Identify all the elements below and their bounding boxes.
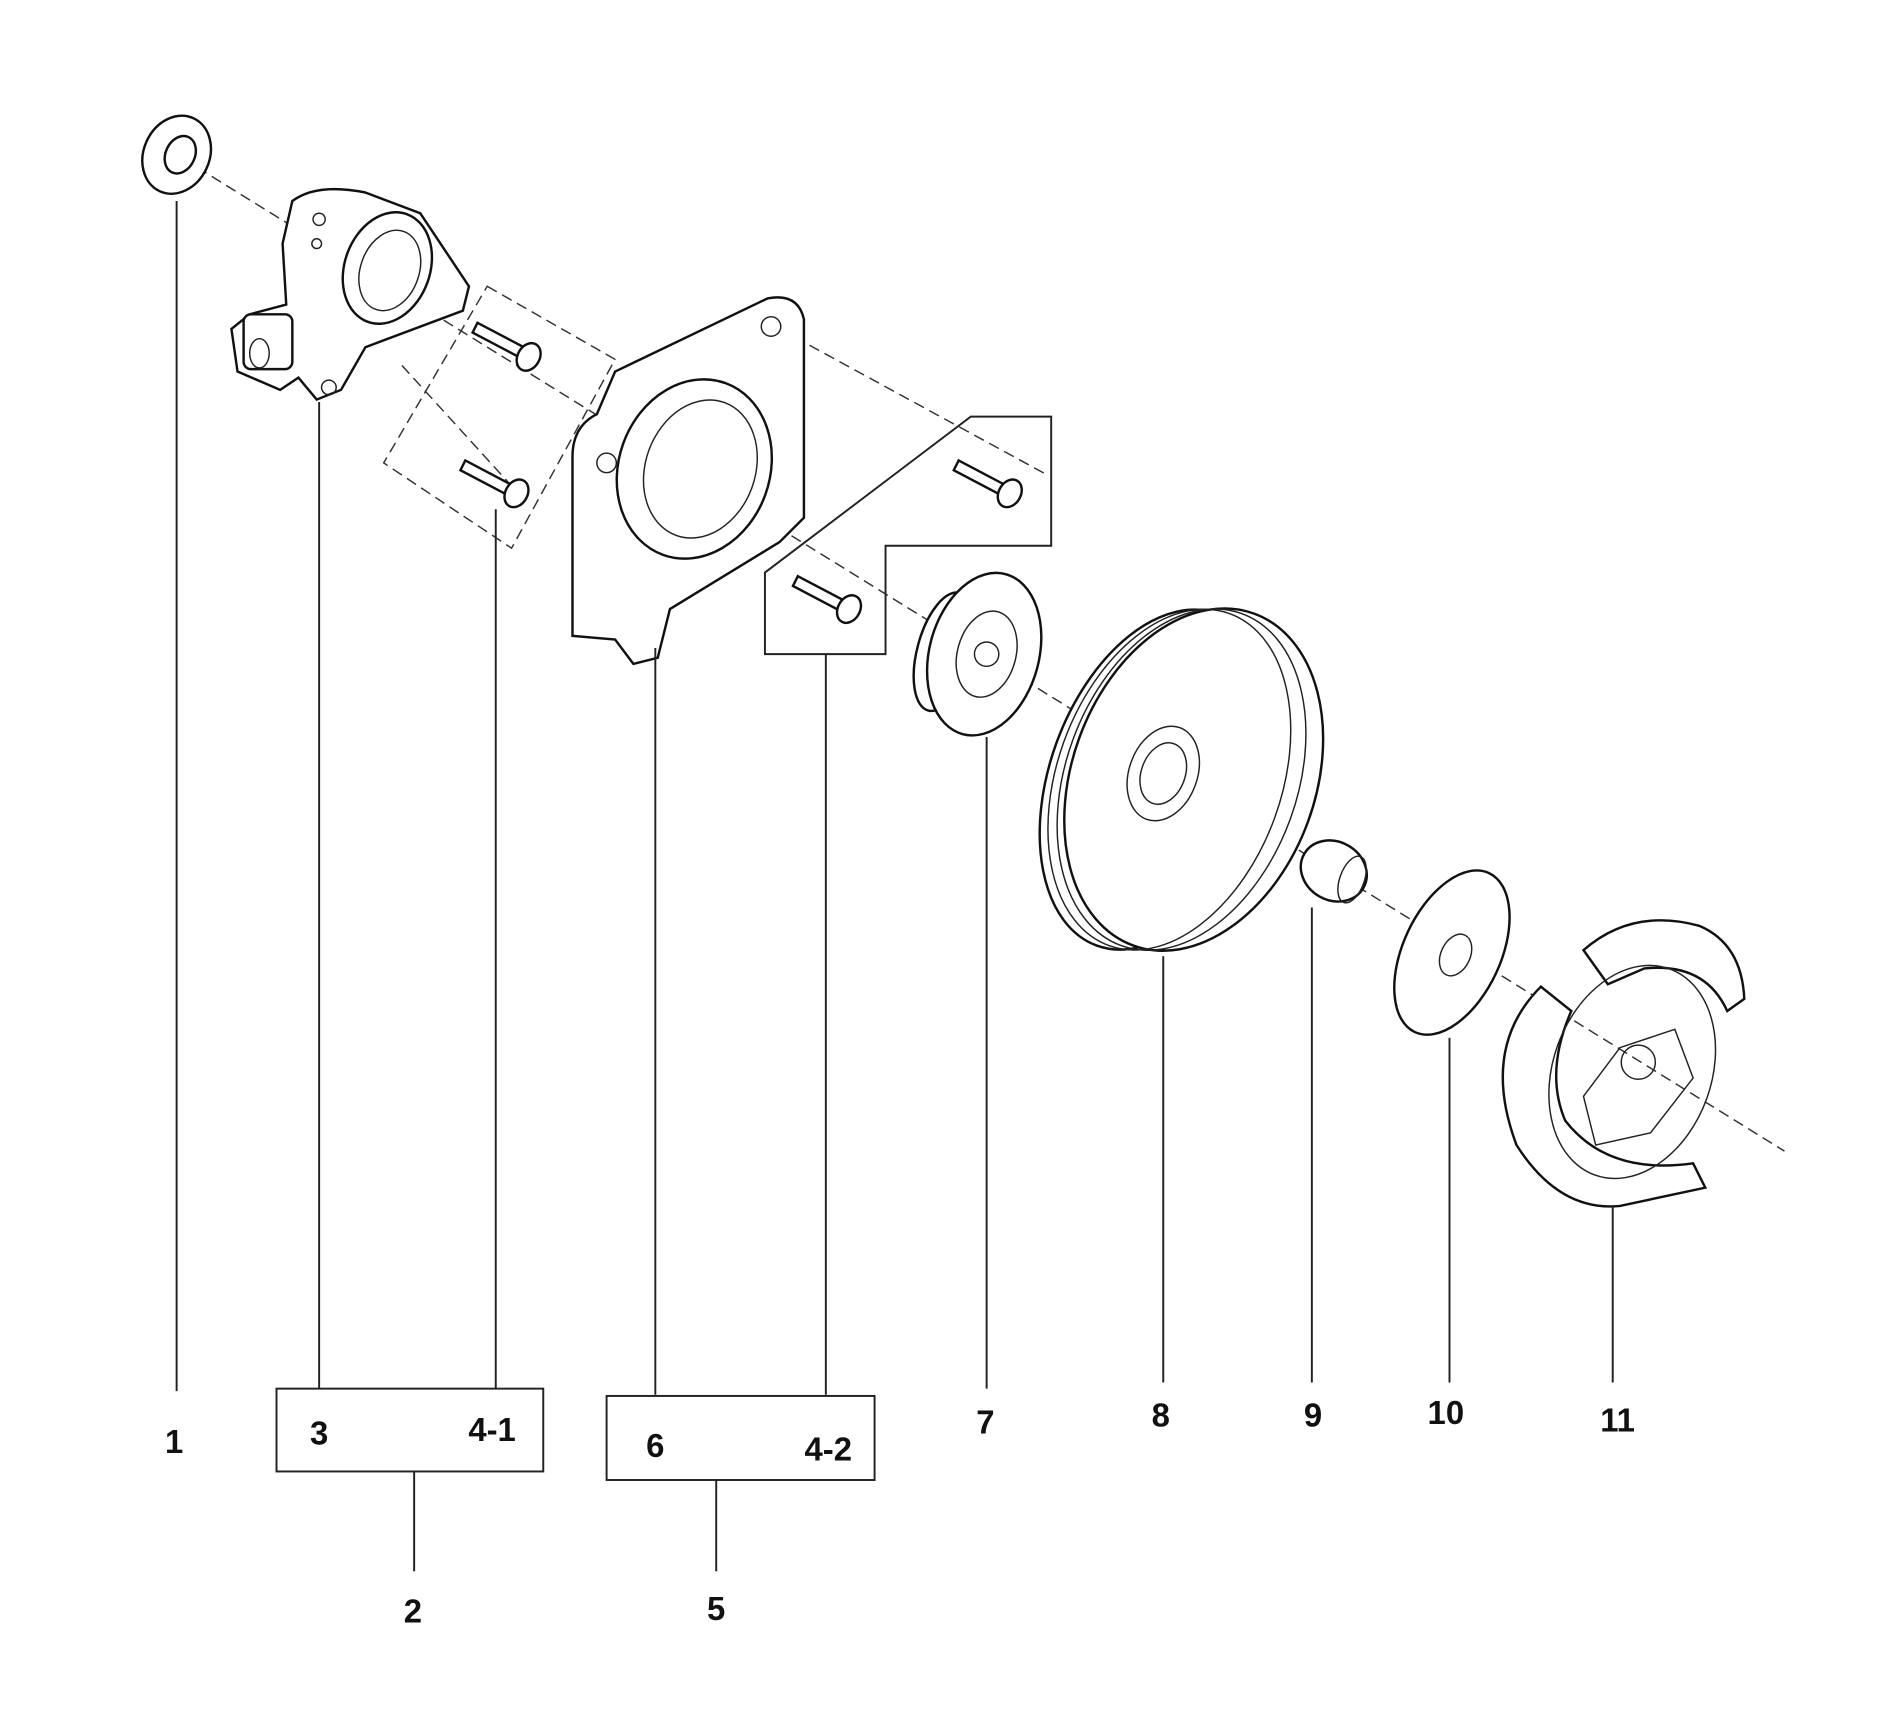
part-7-sprocket [912,571,1043,737]
group-box-2 [275,1387,545,1473]
label-4-2: 4-2 [805,1431,853,1468]
label-4-1: 4-1 [468,1411,516,1448]
part-4-1-screws [458,321,542,509]
part-11-clutch [1501,919,1746,1208]
label-9: 9 [1304,1396,1322,1433]
part-4-2-screws [791,458,1023,625]
label-7: 7 [976,1404,994,1441]
group-box-4-1 [382,285,617,550]
label-3: 3 [310,1415,328,1452]
part-6-bearing-plate [571,296,806,666]
part-9-needle-bearing [1299,839,1368,904]
label-8: 8 [1152,1396,1170,1433]
label-11: 11 [1600,1401,1635,1438]
part-3-oil-pump-housing [230,187,471,402]
part-8-clutch-drum [1038,607,1325,952]
group-box-4-2 [763,415,1053,656]
label-6: 6 [646,1427,664,1464]
label-2: 2 [404,1593,422,1630]
part-1-washer [141,114,213,195]
part-10-washer [1393,869,1511,1036]
label-5: 5 [707,1590,725,1627]
group-box-5 [605,1394,876,1481]
label-10: 10 [1428,1394,1465,1431]
leader-lines [175,201,1614,1572]
label-1: 1 [165,1423,183,1460]
